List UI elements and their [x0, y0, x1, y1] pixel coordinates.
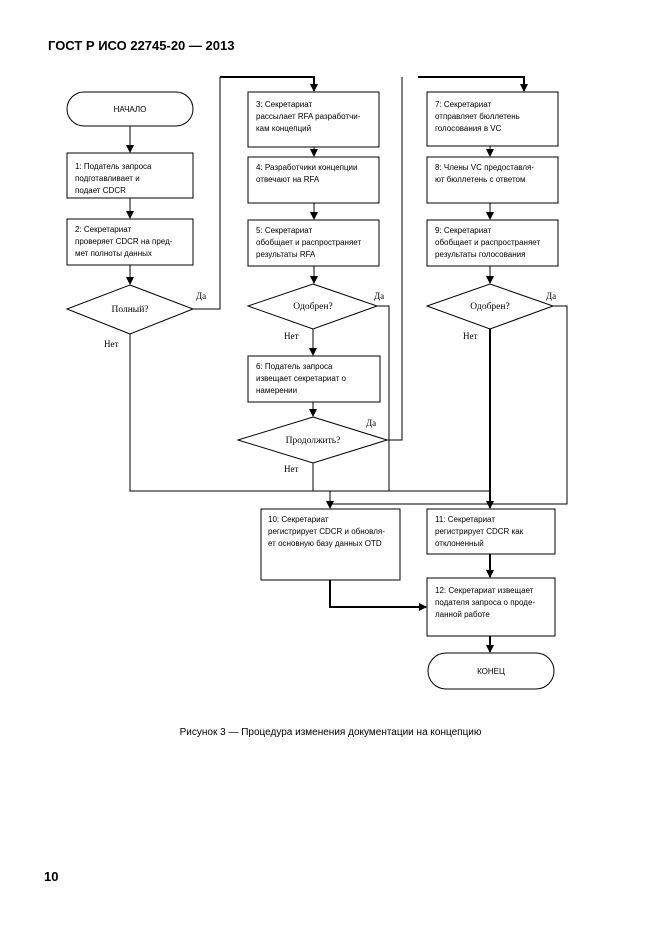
step-9-line-2: обобщает и распространяет [435, 238, 540, 247]
step-11-line-1: 11: Секретариат [435, 515, 495, 524]
step-7-line-1: 7: Секретариат [435, 100, 491, 109]
step-5-line-2: обобщает и распространяет [256, 238, 361, 247]
step-1-line-2: подготавливает и [75, 174, 140, 183]
decision-2-yes-label: Да [374, 291, 384, 301]
step-3-line-2: рассылает RFA разработчи- [256, 112, 361, 121]
step-6-box [247, 355, 381, 403]
decision-3-no-label: Нет [284, 464, 298, 474]
connector-d3-yes [387, 77, 403, 441]
step-12-line-3: ланной работе [435, 610, 490, 619]
step-8-box [426, 156, 559, 204]
step-5-line-1: 5: Секретариат [256, 226, 312, 235]
step-1-box [66, 152, 194, 199]
step-12-line-2: подателя запроса о проде- [435, 598, 535, 607]
step-6-line-2: извещает секретариат о [256, 374, 347, 383]
step-4-line-1: 4: Разработчики концепции [256, 163, 358, 172]
step-9-line-1: 9: Секретариат [435, 226, 491, 235]
decision-4-yes-label: Да [546, 291, 556, 301]
step-7-line-2: отправляет бюллетень [435, 112, 520, 121]
step-8-line-2: ют бюллетень с ответом [435, 175, 526, 184]
decision-1-yes-label: Да [196, 291, 206, 301]
step-11-box [426, 508, 556, 555]
step-2-line-1: 2: Секретариат [75, 225, 131, 234]
step-1-line-3: подает CDCR [75, 186, 126, 195]
step-10-line-3: ет основную базу данных OTD [268, 539, 382, 548]
step-1-line-1: 1: Податель запроса [75, 162, 152, 171]
decision-3-label: Продолжить? [286, 436, 341, 446]
page-number: 10 [44, 869, 59, 884]
figure-caption: Рисунок 3 — Процедура изменения документ… [179, 727, 482, 738]
decision-1-label: Полный? [112, 304, 149, 315]
step-2-line-2: проверяет CDCR на пред- [75, 237, 173, 246]
step-10-line-1: 10: Секретариат [268, 515, 329, 524]
step-3-line-3: кам концепций [256, 124, 311, 133]
connector-d2-yes [326, 305, 390, 509]
step-9-line-3: результаты голосования [435, 250, 525, 259]
arrow-to-b3 [220, 76, 318, 92]
decision-4-label: Одобрен? [470, 301, 509, 312]
decision-4-no-label: Нет [463, 331, 477, 341]
connector-d4-yes [330, 305, 568, 505]
arrow-to-b7 [418, 76, 528, 92]
step-11-line-2: регистрирует CDCR как [435, 527, 524, 536]
step-3-box [247, 91, 380, 148]
step-9-box [426, 219, 559, 267]
step-2-box [66, 218, 194, 266]
step-12-line-1: 12: Секретариат извещает [435, 586, 534, 595]
step-6-line-3: намерении [256, 386, 297, 395]
step-6-line-1: 6: Податель запроса [256, 362, 333, 371]
decision-2-label: Одобрен? [293, 301, 332, 312]
end-label: КОНЕЦ [477, 667, 505, 676]
step-5-box [247, 219, 380, 267]
step-7-line-3: голосования в VC [435, 124, 502, 133]
decision-2-no-label: Нет [284, 331, 298, 341]
connector-d1-yes [193, 77, 221, 310]
end-terminal [427, 652, 555, 690]
step-10-box [260, 508, 401, 581]
step-12-box [426, 577, 556, 637]
start-label: НАЧАЛО [114, 105, 147, 114]
step-2-line-3: мет полноты данных [75, 249, 152, 258]
step-5-line-3: результаты RFA [256, 250, 316, 259]
document-header: ГОСТ Р ИСО 22745-20 — 2013 [48, 38, 235, 53]
step-8-line-1: 8: Члены VC предоставля- [435, 163, 534, 172]
decision-1-no-label: Нет [104, 339, 118, 349]
arrow-b10-b12 [329, 580, 427, 611]
step-11-line-3: отклоненный [435, 539, 484, 548]
step-10-line-2: регистрирует CDCR и обновля- [268, 527, 385, 536]
step-4-line-2: отвечают на RFA [256, 175, 320, 184]
decision-3-yes-label: Да [366, 418, 376, 428]
step-3-line-1: 3: Секретариат [256, 100, 312, 109]
step-7-box [426, 91, 559, 147]
